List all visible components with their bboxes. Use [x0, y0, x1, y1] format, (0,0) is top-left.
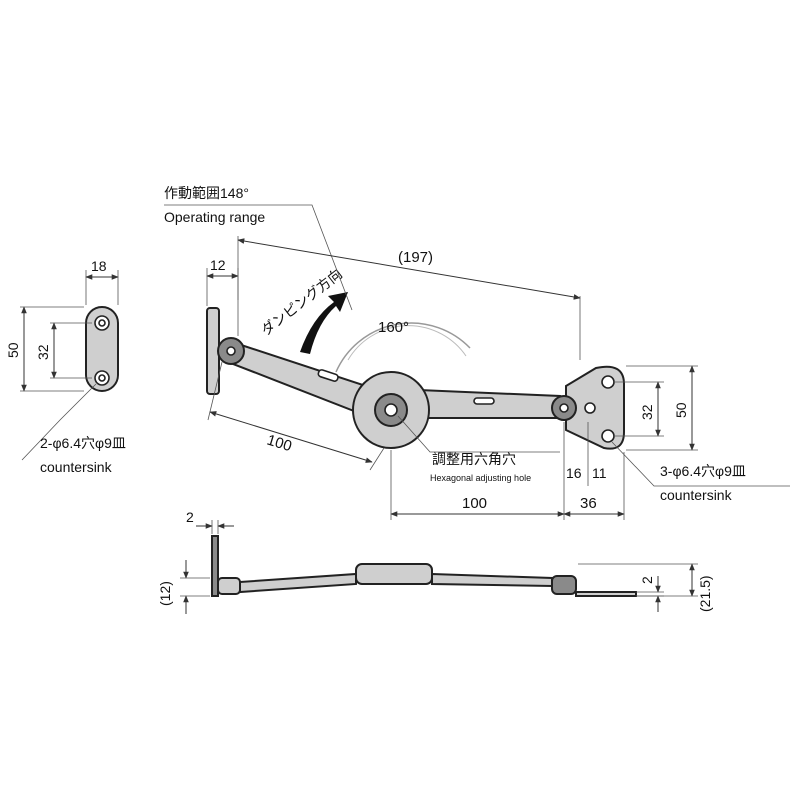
stay-side-view — [211, 535, 637, 597]
dim-50-right: 50 — [673, 402, 689, 418]
dim-16: 16 — [566, 465, 582, 481]
dim-100-arm: 100 — [207, 361, 385, 471]
side-arm-left — [239, 572, 357, 594]
dim-11: 11 — [592, 465, 607, 481]
damping-arrow-icon — [300, 292, 348, 354]
adjusting-hole-callout: 調整用六角穴 Hexagonal adjusting hole — [397, 415, 560, 483]
dim-36: 36 — [580, 495, 597, 512]
damping-direction: ダンピング方向 — [258, 265, 348, 354]
operating-range-jp: 作動範囲148° — [164, 185, 249, 201]
svg-text:12: 12 — [210, 257, 226, 273]
dim-12-side: (12) — [157, 581, 173, 606]
side-arm-right — [431, 572, 553, 588]
angle-160: 160° — [378, 319, 409, 336]
adjusting-hole-jp: 調整用六角穴 — [432, 451, 516, 467]
dim-50-left: 50 — [5, 342, 21, 358]
right-plate-hole-bottom — [601, 429, 615, 443]
right-plate-hole-mid — [584, 402, 596, 414]
svg-text:100: 100 — [265, 432, 294, 456]
left-plate-body — [85, 306, 119, 392]
left-holes-countersink: countersink — [40, 459, 113, 475]
adjusting-hole-en: Hexagonal adjusting hole — [430, 473, 531, 483]
dim-197: (197) — [237, 236, 581, 360]
side-plate — [575, 591, 637, 597]
side-view-dimensions: 2 (12) 2 (21.5) — [157, 509, 713, 614]
left-holes-label: 2-φ6.4穴φ9皿 — [40, 435, 126, 451]
hexagonal-hole — [384, 403, 398, 417]
dim-2-top: 2 — [186, 509, 194, 525]
rotation-arc — [335, 322, 471, 373]
damping-label: ダンピング方向 — [258, 265, 345, 338]
dim-18: 18 — [91, 258, 107, 274]
right-plate-dimensions: 32 50 3-φ6.4穴φ9皿 countersink — [611, 365, 790, 503]
dim-32-right: 32 — [639, 404, 655, 420]
svg-text:(197): (197) — [398, 249, 433, 266]
side-bracket — [211, 535, 219, 597]
side-damper — [355, 563, 433, 585]
operating-range-en: Operating range — [164, 209, 265, 225]
dim-32-left: 32 — [35, 344, 51, 360]
left-plate-dimensions: 18 50 32 2-φ6.4穴φ9皿 countersink — [5, 258, 126, 475]
right-plate-hole-top — [601, 375, 615, 389]
dim-21-5: (21.5) — [697, 575, 713, 612]
dim-2-right: 2 — [639, 576, 655, 584]
bottom-dimensions: 100 36 16 11 — [390, 422, 625, 520]
right-holes-label: 3-φ6.4穴φ9皿 — [660, 463, 746, 479]
right-holes-countersink: countersink — [660, 487, 733, 503]
left-mounting-plate — [85, 306, 119, 392]
dim-100-bottom: 100 — [462, 495, 487, 512]
